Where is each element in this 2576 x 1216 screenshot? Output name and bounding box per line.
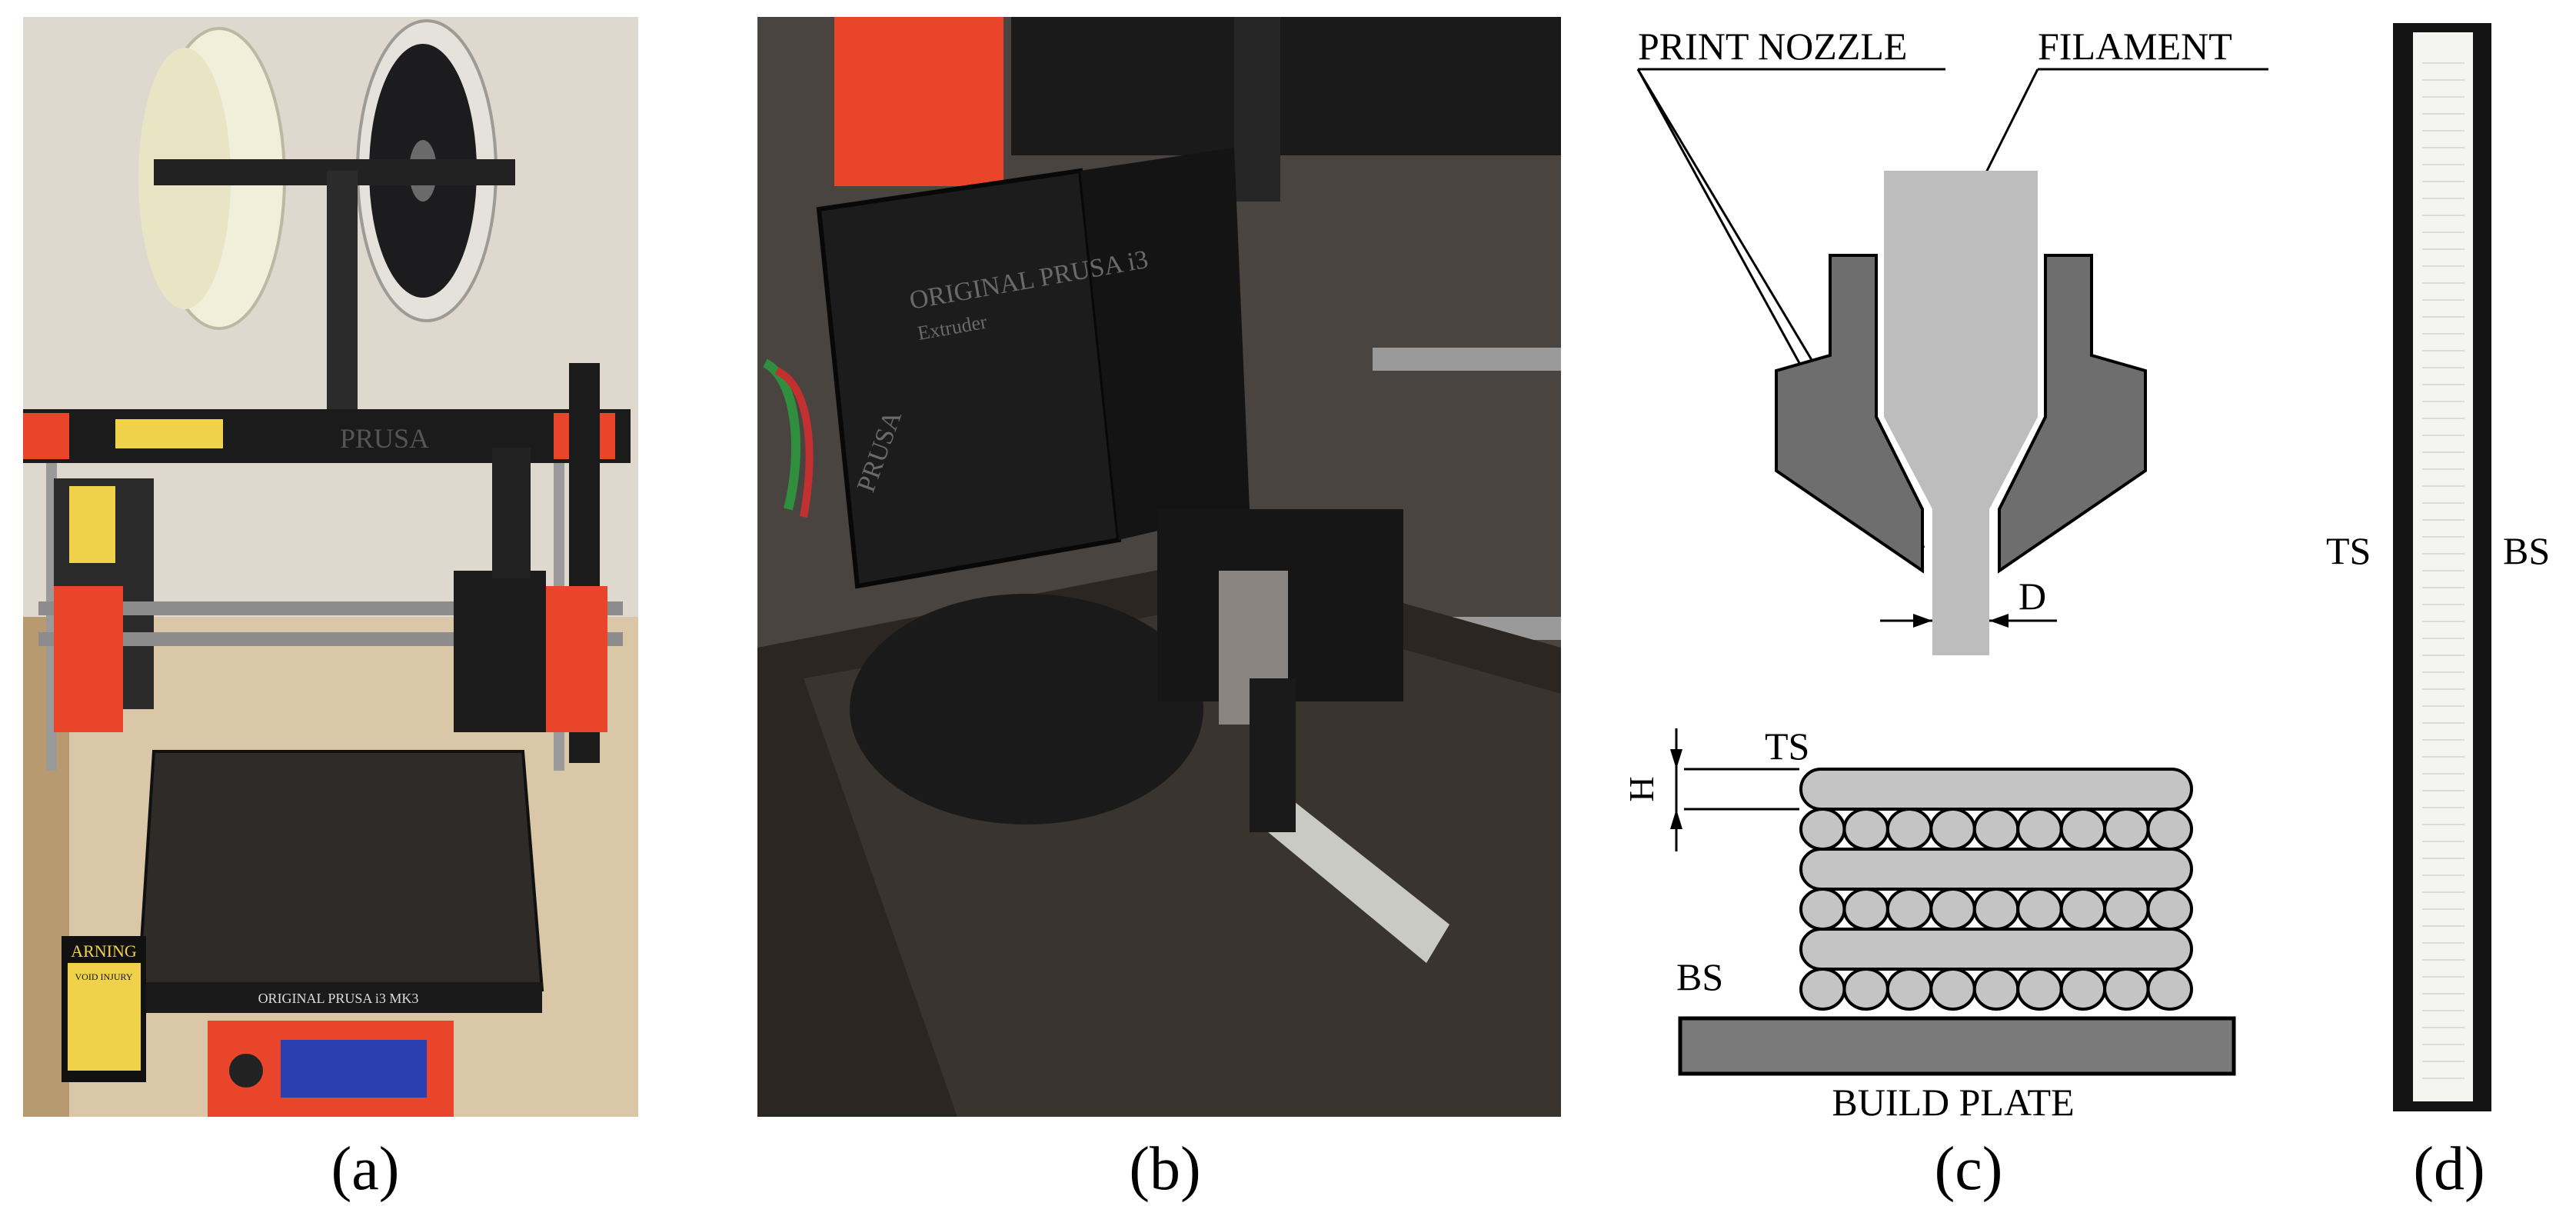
printer-illustration: PRUSA ORIGINAL PRUSA i3 MK3 ARNING VOID … <box>23 17 638 1117</box>
extruder-motor: ORIGINAL PRUSA i3 Extruder PRUSA <box>816 148 1250 589</box>
layer-bead <box>2146 968 2193 1011</box>
caption-d: (d) <box>2413 1135 2485 1203</box>
layer-bead <box>1972 888 2020 931</box>
specimen-bottom-side-label: BS <box>2503 529 2551 572</box>
bottom-side-label: BS <box>1676 955 1723 998</box>
layer-bead <box>1842 968 1889 1011</box>
specimen-top-side-label: TS <box>2326 529 2371 572</box>
layer-bead <box>1885 808 1933 851</box>
layer-longitudinal <box>1799 928 2193 971</box>
extruder-illustration: ORIGINAL PRUSA i3 Extruder PRUSA <box>757 17 1561 1117</box>
printer-photo: PRUSA ORIGINAL PRUSA i3 MK3 ARNING VOID … <box>23 17 638 1117</box>
layer-bead <box>2016 888 2063 931</box>
layer-bead <box>1842 888 1889 931</box>
layer-stack <box>1799 768 2193 1011</box>
warning-sign: ARNING VOID INJURY <box>62 936 146 1082</box>
print-nozzle-label: PRINT NOZZLE <box>1638 25 1907 68</box>
layer-bead <box>2146 808 2193 851</box>
layer-bead <box>1972 808 2020 851</box>
layer-bead <box>1929 808 1976 851</box>
filament-shape <box>1884 171 2038 655</box>
filament-label: FILAMENT <box>2038 25 2232 68</box>
layer-bead <box>2103 888 2150 931</box>
frame-brand-text: PRUSA <box>340 423 429 454</box>
height-label: H <box>1622 776 1661 801</box>
layer-bead <box>2103 808 2150 851</box>
layer-bead <box>2146 888 2193 931</box>
top-side-label: TS <box>1765 725 1809 768</box>
layer-bead <box>1885 968 1933 1011</box>
caption-b: (b) <box>1129 1135 1201 1203</box>
layer-longitudinal <box>1799 848 2193 891</box>
extruder-closeup-photo: ORIGINAL PRUSA i3 Extruder PRUSA <box>757 17 1561 1117</box>
layer-bead <box>1842 808 1889 851</box>
specimen-bar <box>2413 32 2473 1101</box>
layer-bead <box>2016 968 2063 1011</box>
layer-bead <box>1972 968 2020 1011</box>
nozzle-schematic: PRINT NOZZLE FILAMENT D H TS BS BUILD PL… <box>1607 17 2299 1117</box>
specimen-illustration <box>2393 23 2491 1111</box>
layer-bead <box>2103 968 2150 1011</box>
caption-c: (c) <box>1934 1135 2003 1203</box>
layer-bead <box>1799 968 1846 1011</box>
layer-bead <box>1885 888 1933 931</box>
layer-bead <box>1799 888 1846 931</box>
bed-label: ORIGINAL PRUSA i3 MK3 <box>258 991 419 1006</box>
layer-bead <box>2059 808 2107 851</box>
nozzle-left-wall <box>1775 254 1924 574</box>
build-plate-label: BUILD PLATE <box>1832 1081 2074 1117</box>
build-plate <box>1678 1016 2236 1076</box>
specimen-photo: TS BS <box>2307 17 2576 1117</box>
caption-a: (a) <box>331 1135 400 1203</box>
warning-sign-text: ARNING <box>71 941 137 961</box>
layer-bead <box>1929 968 1976 1011</box>
layer-bead <box>1929 888 1976 931</box>
specimen-layer-lines <box>2422 62 2465 1079</box>
layer-bead <box>2059 968 2107 1011</box>
nozzle-right-wall <box>1998 254 2147 574</box>
warning-sign-subtext: VOID INJURY <box>75 971 133 982</box>
layer-bead <box>1799 808 1846 851</box>
layer-longitudinal <box>1799 768 2193 811</box>
layer-bead <box>2059 888 2107 931</box>
layer-bead <box>2016 808 2063 851</box>
diameter-label: D <box>2019 575 2046 618</box>
schematic-diagram: PRINT NOZZLE FILAMENT D H TS BS BUILD PL… <box>1622 25 2268 1117</box>
